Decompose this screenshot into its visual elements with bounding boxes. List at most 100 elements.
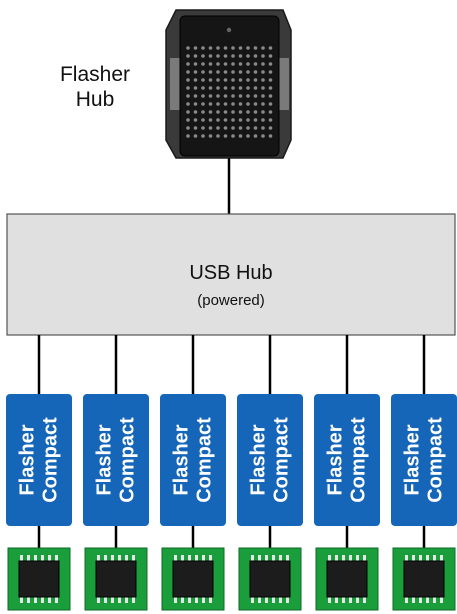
grille-dot <box>231 110 235 114</box>
flasher-hub-label-line2: Hub <box>75 88 115 111</box>
grille-dot <box>268 102 273 106</box>
grille-dot <box>238 118 243 122</box>
grille-dot <box>201 54 205 58</box>
usb-hub-subtitle: (powered) <box>197 292 265 309</box>
grille-dot <box>208 46 213 50</box>
flasher-hub-label-line1: Flasher <box>59 63 131 86</box>
grille-dot <box>253 126 258 130</box>
grille-dot <box>223 86 228 90</box>
grille-dot <box>231 102 235 106</box>
grille-dot <box>253 62 258 66</box>
grille-dot <box>186 86 190 90</box>
grille-dot <box>231 46 235 50</box>
flasher-compact-label-line1: Flasher <box>93 424 115 495</box>
grille-dot <box>223 70 228 74</box>
grille-dot <box>208 126 213 130</box>
flasher-compact-label-line1: Flasher <box>16 424 38 495</box>
grille-dot <box>216 94 220 98</box>
grille-dot <box>193 70 198 74</box>
grille-dot <box>208 110 213 114</box>
microcontroller-chip-icon <box>315 547 379 611</box>
grille-dot <box>223 94 228 98</box>
grille-dot <box>253 118 258 122</box>
grille-dot <box>201 46 205 50</box>
grille-dot <box>223 126 228 130</box>
grille-dot <box>231 94 235 98</box>
flasher-compact-label-line2: Compact <box>270 417 292 503</box>
grille-dot <box>216 110 220 114</box>
grille-dot <box>201 94 205 98</box>
grille-dot <box>253 54 258 58</box>
grille-dot <box>223 102 228 106</box>
flasher-compact-label-line2: Compact <box>424 417 446 503</box>
grille-dot <box>193 46 198 50</box>
grille-dot <box>208 78 213 82</box>
grille-dot <box>238 70 243 74</box>
speaker-grille <box>186 46 273 138</box>
grille-dot <box>216 102 220 106</box>
grille-dot <box>268 46 273 50</box>
microcontroller-chip-icon <box>392 547 456 611</box>
grille-dot <box>231 86 235 90</box>
grille-dot <box>268 54 273 58</box>
grille-dot <box>223 118 228 122</box>
grille-dot <box>261 62 265 66</box>
grille-dot <box>186 110 190 114</box>
grille-dot <box>268 110 273 114</box>
grille-dot <box>193 86 198 90</box>
grille-dot <box>253 110 258 114</box>
grille-dot <box>193 102 198 106</box>
flasher-compact-unit <box>314 394 380 526</box>
grille-dot <box>238 126 243 130</box>
grille-dot <box>246 62 250 66</box>
grille-dot <box>261 78 265 82</box>
grille-dot <box>193 118 198 122</box>
grille-dot <box>208 118 213 122</box>
grille-dot <box>216 54 220 58</box>
grille-dot <box>253 134 258 138</box>
grille-dot <box>193 94 198 98</box>
microcontroller-chip-icon <box>238 547 302 611</box>
grille-dot <box>186 126 190 130</box>
flasher-compact-unit <box>160 394 226 526</box>
grille-dot <box>238 62 243 66</box>
grille-dot <box>208 70 213 74</box>
grille-dot <box>216 134 220 138</box>
grille-dot <box>186 102 190 106</box>
grille-dot <box>261 86 265 90</box>
grille-dot <box>268 118 273 122</box>
grille-dot <box>238 110 243 114</box>
grille-dot <box>268 62 273 66</box>
flasher-hub-device-icon <box>165 9 292 159</box>
grille-dot <box>231 78 235 82</box>
grille-dot <box>253 46 258 50</box>
grille-dot <box>231 54 235 58</box>
grille-dot <box>201 126 205 130</box>
usb-hub-title: USB Hub <box>189 262 273 284</box>
grille-dot <box>261 94 265 98</box>
grille-dot <box>238 134 243 138</box>
flasher-compact-label-line1: Flasher <box>170 424 192 495</box>
grille-dot <box>238 102 243 106</box>
grille-dot <box>253 102 258 106</box>
flasher-compact-label-line2: Compact <box>39 417 61 503</box>
grille-dot <box>261 46 265 50</box>
grille-dot <box>186 118 190 122</box>
grille-dot <box>231 134 235 138</box>
flasher-compact-label-line1: Flasher <box>324 424 346 495</box>
flasher-compact-unit <box>391 394 457 526</box>
grille-dot <box>246 46 250 50</box>
grille-dot <box>216 86 220 90</box>
grille-dot <box>186 134 190 138</box>
flasher-compact-label-line1: Flasher <box>247 424 269 495</box>
grille-dot <box>246 70 250 74</box>
grille-dot <box>261 134 265 138</box>
grille-dot <box>186 62 190 66</box>
grille-dot <box>261 102 265 106</box>
flasher-compact-label-line2: Compact <box>193 417 215 503</box>
grille-dot <box>201 102 205 106</box>
grille-dot <box>186 54 190 58</box>
grille-dot <box>246 86 250 90</box>
grille-dot <box>268 126 273 130</box>
